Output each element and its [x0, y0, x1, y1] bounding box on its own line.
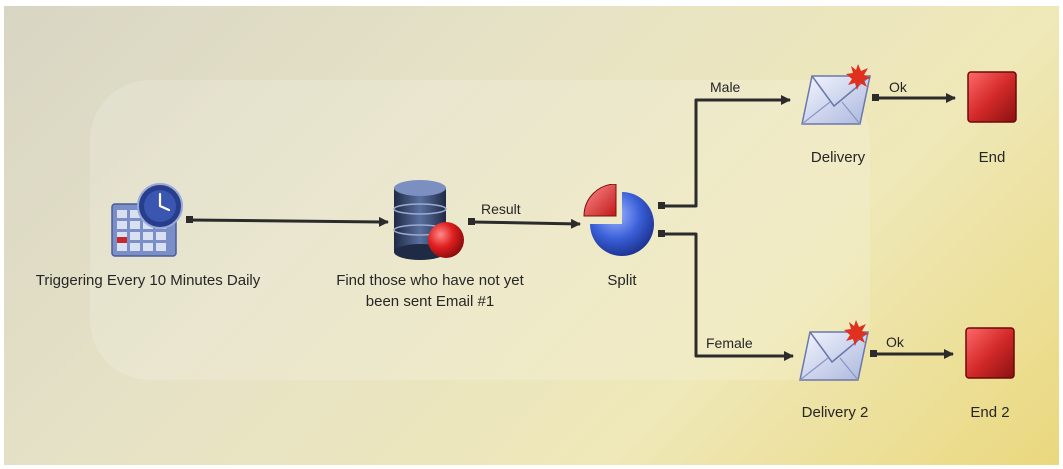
star-burst-icon: [846, 64, 871, 90]
edge-label-female: Female: [706, 335, 753, 351]
port-split-out-2[interactable]: [658, 230, 665, 237]
end-label: End: [978, 149, 1006, 166]
delivery-label: Delivery: [810, 149, 866, 166]
delivery2-label: Delivery 2: [801, 404, 869, 421]
edge-query-to-split[interactable]: [471, 218, 581, 229]
trigger-node[interactable]: [108, 180, 190, 262]
pie-chart-icon: [583, 183, 654, 256]
end2-node[interactable]: [964, 326, 1016, 380]
edge-label-ok-2: Ok: [886, 334, 904, 350]
edge-split-to-delivery[interactable]: [660, 95, 791, 208]
stop-square-icon: [967, 71, 1017, 123]
port-query-out[interactable]: [468, 218, 475, 225]
canvas-background: [4, 6, 1059, 465]
edge-label-male: Male: [710, 79, 741, 95]
star-burst-icon: [844, 320, 869, 346]
edge-label-ok-1: Ok: [889, 79, 907, 95]
edge-trigger-to-query[interactable]: [189, 216, 389, 227]
envelope-icon: [799, 320, 869, 381]
split-label: Split: [607, 272, 637, 289]
edge-split-to-delivery2[interactable]: [662, 232, 794, 361]
stop-square-icon: [965, 327, 1015, 379]
edge-label-result: Result: [481, 201, 521, 217]
delivery2-node[interactable]: [796, 318, 874, 384]
canvas-highlight-panel: [90, 80, 870, 380]
port-split-out-1[interactable]: [658, 202, 665, 209]
port-trigger-out[interactable]: [186, 216, 193, 223]
calendar-clock-icon: [111, 183, 183, 257]
envelope-icon: [801, 64, 871, 125]
split-node[interactable]: [582, 183, 662, 260]
query-label-line2: been sent Email #1: [365, 293, 495, 310]
end-node[interactable]: [966, 70, 1018, 124]
delivery-node[interactable]: [798, 62, 876, 128]
end2-label: End 2: [970, 404, 1010, 421]
query-label: Find those who have not yet been sent Em…: [300, 270, 560, 312]
port-delivery-out[interactable]: [872, 94, 879, 101]
query-node[interactable]: [388, 180, 468, 262]
database-icon: [393, 180, 464, 260]
port-delivery2-out[interactable]: [870, 350, 877, 357]
trigger-label: Triggering Every 10 Minutes Daily: [35, 272, 261, 289]
query-label-line1: Find those who have not yet: [336, 272, 524, 289]
